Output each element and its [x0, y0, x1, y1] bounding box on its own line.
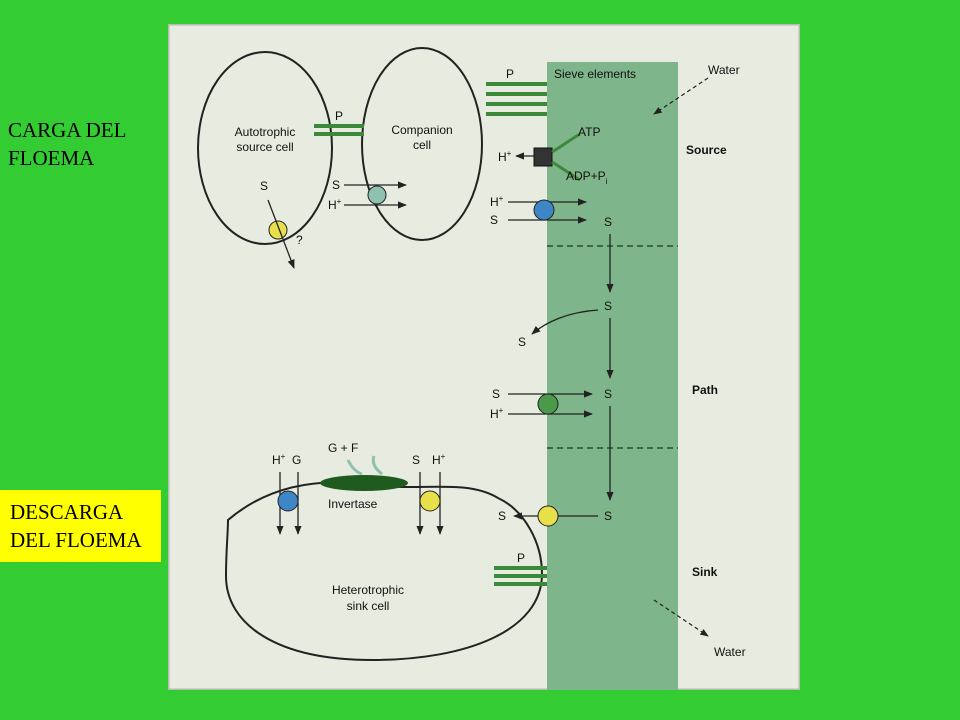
companion-label-1: Companion: [391, 123, 452, 137]
s-sieve-loading: S: [490, 213, 498, 227]
s-sieve-4: S: [604, 509, 612, 523]
plasmodesma-companion-sieve: [486, 82, 547, 116]
sink-label: Sink: [692, 565, 718, 579]
descarga-line-2: DEL FLOEMA: [10, 528, 142, 552]
s-sink-uptake: S: [412, 453, 420, 467]
water-bottom-label: Water: [714, 645, 746, 659]
sink-unloading-carrier: [537, 505, 559, 527]
s-path-retrieval: S: [492, 387, 500, 401]
h-companion: H+: [328, 197, 342, 212]
atp-label: ATP: [578, 125, 600, 139]
s-auto: S: [260, 179, 268, 193]
sucrose-symporter: [419, 490, 441, 512]
heterotrophic-label-2: sink cell: [347, 599, 390, 613]
h-pump: H+: [498, 149, 512, 164]
autotrophic-source-cell: [197, 51, 333, 245]
carga-line-2: FLOEMA: [8, 146, 95, 170]
h-sink-g: H+: [272, 452, 286, 467]
s-sink-unloaded: S: [498, 509, 506, 523]
descarga-line-1: DESCARGA: [10, 500, 124, 524]
companion-symporter: [367, 185, 387, 205]
g-label: G: [292, 453, 301, 467]
path-label: Path: [692, 383, 718, 397]
diagram-panel: [168, 24, 800, 690]
heterotrophic-label-1: Heterotrophic: [332, 583, 404, 597]
adp-label: ADP+Pi: [566, 169, 608, 186]
carga-del-floema-label: CARGA DEL FLOEMA: [8, 116, 126, 172]
companion-cell: [361, 47, 483, 241]
path-retrieval-symporter: [537, 393, 559, 415]
invertase-label: Invertase: [328, 497, 378, 511]
sieve-loading-symporter: [533, 199, 555, 221]
s-sieve-2: S: [604, 299, 612, 313]
plasmodesma-auto-companion: [314, 124, 364, 136]
sieve-elements-label: Sieve elements: [554, 67, 636, 81]
h-sieve-loading: H+: [490, 194, 504, 209]
carga-line-1: CARGA DEL: [8, 118, 127, 142]
p-label-2: P: [506, 67, 514, 81]
source-label: Source: [686, 143, 727, 157]
companion-label-2: cell: [413, 138, 431, 152]
s-sieve-1: S: [604, 215, 612, 229]
descarga-del-floema-label: DESCARGA DEL FLOEMA: [0, 490, 161, 562]
hexose-symporter: [277, 490, 299, 512]
p-label-1: P: [335, 109, 343, 123]
s-sieve-3: S: [604, 387, 612, 401]
s-leak: S: [518, 335, 526, 349]
proton-pump-atpase: [533, 147, 553, 167]
autotrophic-label-1: Autotrophic: [235, 125, 296, 139]
unknown-transporter: [268, 220, 288, 240]
plasmodesma-sieve-sink: [494, 566, 547, 586]
sieve-element-column: [547, 62, 678, 690]
h-path-retrieval: H+: [490, 406, 504, 421]
phloem-transport-diagram: Autotrophic source cell Companion cell H…: [168, 24, 800, 690]
autotrophic-label-2: source cell: [236, 140, 293, 154]
water-top-label: Water: [708, 63, 740, 77]
p-label-3: P: [517, 551, 525, 565]
s-companion: S: [332, 178, 340, 192]
invertase-enzyme: [320, 475, 408, 491]
question-mark: ?: [296, 233, 303, 247]
h-sink-s: H+: [432, 452, 446, 467]
gf-label: G + F: [328, 441, 358, 455]
